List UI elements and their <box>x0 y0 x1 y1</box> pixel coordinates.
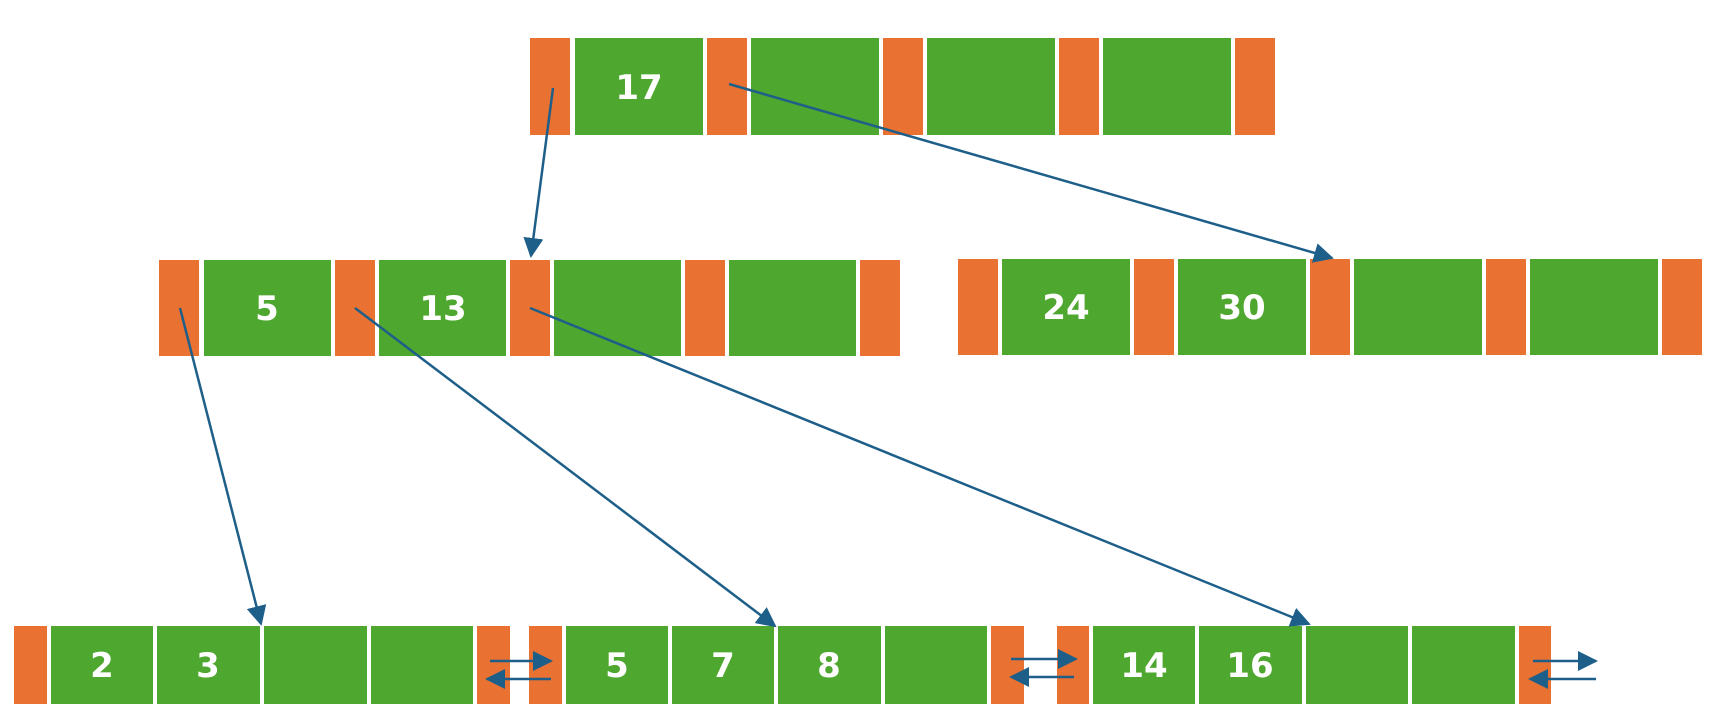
pointer-slot <box>1059 38 1099 135</box>
pointer-slot <box>1486 259 1526 355</box>
key-slot <box>672 626 774 704</box>
key-label: 30 <box>1218 288 1265 328</box>
arrow-to-leaf-3 <box>529 306 1311 627</box>
pointer-slot <box>14 626 47 704</box>
pointer-slot <box>529 626 562 704</box>
key-slot <box>751 38 879 135</box>
key-slot <box>157 626 260 704</box>
key-slot <box>575 38 703 135</box>
key-label: 16 <box>1226 646 1273 686</box>
pointer-slot <box>1057 626 1089 704</box>
arrow-root-to-left <box>523 87 555 258</box>
pointer-slot <box>883 38 923 135</box>
key-label: 2 <box>90 646 114 686</box>
key-label: 24 <box>1042 288 1089 328</box>
root-node: 17 <box>530 38 1275 135</box>
pointer-arrows <box>178 82 1334 628</box>
key-label: 5 <box>605 646 629 686</box>
pointer-slot <box>1662 259 1702 355</box>
key-slot <box>927 38 1055 135</box>
key-slot <box>885 626 987 704</box>
arrow-root-to-right <box>728 82 1334 263</box>
internal-node-left: 5 13 <box>159 260 900 356</box>
key-slot <box>1002 259 1130 355</box>
internal-node-right: 24 30 <box>958 259 1702 355</box>
leaf-node-3: 14 16 <box>1057 626 1551 704</box>
key-slot <box>778 626 881 704</box>
key-label: 8 <box>817 646 841 686</box>
pointer-slot <box>860 260 900 356</box>
key-slot <box>371 626 473 704</box>
pointer-slot <box>685 260 725 356</box>
key-slot <box>1103 38 1231 135</box>
pointer-slot <box>958 259 998 355</box>
key-slot <box>1306 626 1408 704</box>
pointer-slot <box>1519 626 1551 704</box>
pointer-slot <box>477 626 510 704</box>
key-label: 7 <box>711 646 735 686</box>
key-label: 5 <box>255 289 279 329</box>
pointer-slot <box>159 260 199 356</box>
key-slot <box>1412 626 1515 704</box>
key-slot <box>566 626 668 704</box>
key-slot <box>1530 259 1658 355</box>
key-slot <box>51 626 153 704</box>
key-slot <box>1354 259 1482 355</box>
key-slot <box>204 260 331 356</box>
key-slot <box>264 626 367 704</box>
pointer-slot <box>991 626 1024 704</box>
pointer-slot <box>1235 38 1275 135</box>
key-slot <box>1199 626 1302 704</box>
pointer-slot <box>1310 259 1350 355</box>
key-slot <box>554 260 681 356</box>
pointer-slot <box>1134 259 1174 355</box>
key-label: 13 <box>419 289 466 329</box>
key-slot <box>1178 259 1306 355</box>
key-slot <box>729 260 856 356</box>
key-label: 17 <box>615 68 662 108</box>
key-slot <box>379 260 506 356</box>
leaf-sibling-links <box>485 649 1598 689</box>
key-label: 3 <box>196 646 220 686</box>
arrow-to-leaf-2 <box>354 307 777 628</box>
key-slot <box>1093 626 1195 704</box>
arrow-to-leaf-1 <box>178 307 267 626</box>
key-label: 14 <box>1120 646 1167 686</box>
leaf-node-2: 5 7 8 <box>529 626 1024 704</box>
leaf-node-1: 2 3 <box>14 626 510 704</box>
